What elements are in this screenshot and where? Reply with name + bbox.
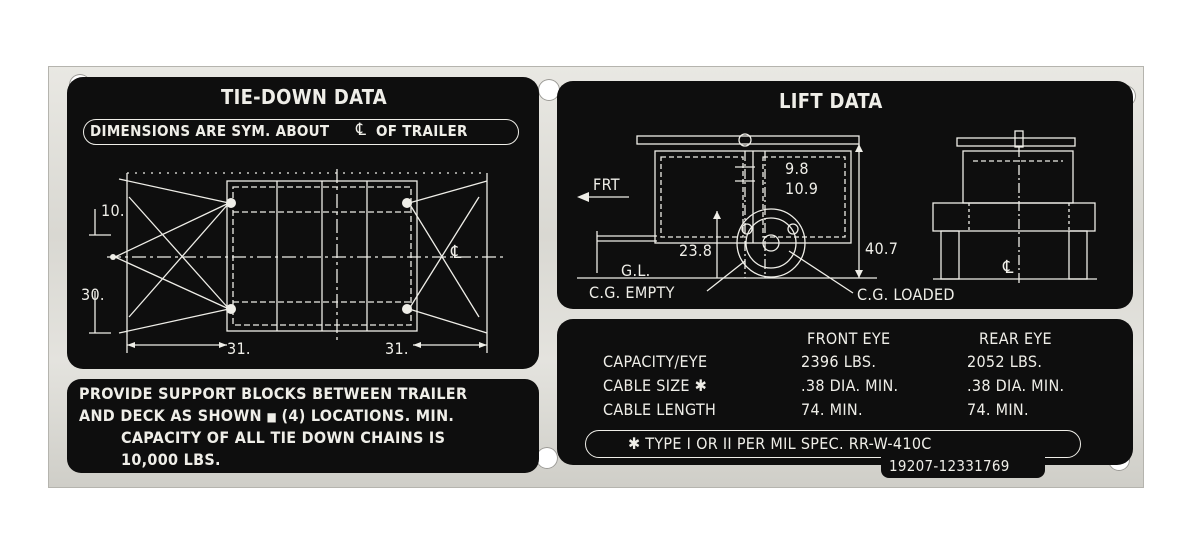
lift-panel: LIFT DATA — [557, 81, 1133, 309]
capacity-panel: FRONT EYE REAR EYE CAPACITY/EYE 2396 LBS… — [557, 319, 1133, 465]
mounting-hole-top-middle — [538, 79, 560, 101]
dim-10-9: 10.9 — [785, 179, 819, 198]
gl-label: G.L. — [621, 261, 651, 280]
dim-31-right: 31. — [385, 339, 409, 358]
support-line-4: 10,000 LBS. — [121, 450, 221, 469]
dim-23-8: 23.8 — [679, 241, 713, 260]
tie-down-panel: TIE-DOWN DATA DIMENSIONS ARE SYM. ABOUT … — [67, 77, 539, 369]
cg-loaded-label: C.G. LOADED — [857, 285, 955, 304]
support-line-3: CAPACITY OF ALL TIE DOWN CHAINS IS — [121, 428, 446, 447]
centerline-symbol: ℄ — [451, 242, 462, 263]
symmetry-note: DIMENSIONS ARE SYM. ABOUT ℄ OF TRAILER — [83, 119, 519, 145]
cell-cable-length-front: 74. MIN. — [801, 400, 863, 419]
header-rear-eye: REAR EYE — [979, 329, 1052, 348]
location-marker-icon: ■ — [266, 410, 277, 424]
support-line-2: AND DECK AS SHOWN ■ (4) LOCATIONS. MIN. — [79, 406, 455, 425]
lift-title: LIFT DATA — [779, 89, 883, 113]
centerline-symbol: ℄ — [356, 120, 367, 140]
dim-30: 30. — [81, 285, 105, 304]
row-label-capacity: CAPACITY/EYE — [603, 352, 708, 371]
mounting-hole-bottom-middle — [536, 447, 558, 469]
dim-10: 10. — [101, 201, 125, 220]
dim-31-left: 31. — [227, 339, 251, 358]
data-plate: TIE-DOWN DATA DIMENSIONS ARE SYM. ABOUT … — [48, 66, 1144, 488]
tie-down-diagram — [89, 169, 507, 353]
cell-cable-size-front: .38 DIA. MIN. — [801, 376, 899, 395]
cg-empty-label: C.G. EMPTY — [589, 283, 675, 302]
support-panel: PROVIDE SUPPORT BLOCKS BETWEEN TRAILER A… — [67, 379, 539, 473]
dim-9-8: 9.8 — [785, 159, 809, 178]
lift-diagram — [577, 130, 1097, 294]
frt-label: FRT — [593, 175, 620, 194]
support-line-1: PROVIDE SUPPORT BLOCKS BETWEEN TRAILER — [79, 384, 468, 403]
part-number-tab: 19207-12331769 — [881, 456, 1045, 478]
cell-capacity-front: 2396 LBS. — [801, 352, 877, 371]
spec-footnote: ✱ TYPE I OR II PER MIL SPEC. RR-W-410C — [585, 430, 1081, 458]
cell-capacity-rear: 2052 LBS. — [967, 352, 1043, 371]
tie-down-title: TIE-DOWN DATA — [221, 85, 387, 109]
cell-cable-size-rear: .38 DIA. MIN. — [967, 376, 1065, 395]
dim-40-7: 40.7 — [865, 239, 899, 258]
row-label-cable-size: CABLE SIZE ✱ — [603, 376, 708, 395]
row-label-cable-length: CABLE LENGTH — [603, 400, 717, 419]
part-number: 19207-12331769 — [889, 457, 1010, 475]
cell-cable-length-rear: 74. MIN. — [967, 400, 1029, 419]
centerline-symbol: ℄ — [1003, 257, 1014, 278]
header-front-eye: FRONT EYE — [807, 329, 891, 348]
